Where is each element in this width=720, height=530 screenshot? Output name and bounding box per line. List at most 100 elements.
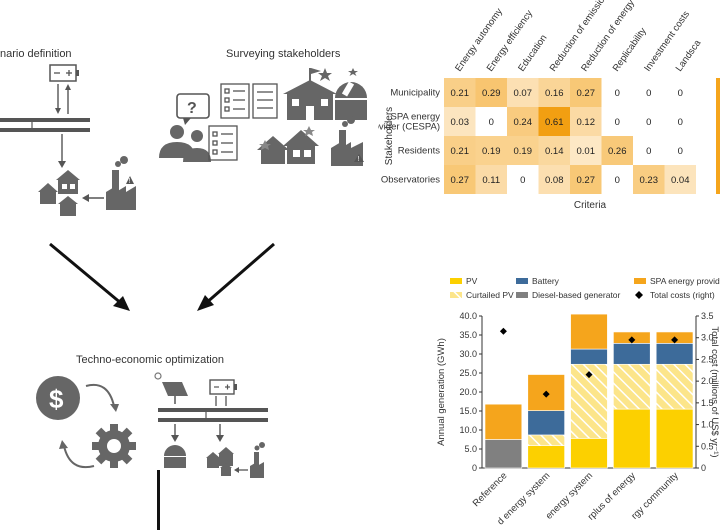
y2-tick-label: 0 [701,463,706,473]
arrow-down-right-icon [49,242,130,311]
heatmap-value: 0 [646,117,651,128]
heatmap-value: 0.08 [545,175,564,186]
heatmap-value: 0.27 [577,88,596,99]
heatmap-value: 0.19 [514,146,533,157]
heatmap-cell [507,136,539,165]
heatmap-cell [601,78,633,107]
heatmap-value: 0.19 [482,146,501,157]
heatmap-cell [444,136,476,165]
heatmap-cell [538,165,570,194]
solar-panel-icon [154,372,188,404]
heatmap-ylabel: Stakeholders [384,107,395,165]
legend-label: SPA energy provid [650,276,720,286]
heatmap-value: 0.03 [451,117,470,128]
heatmap-cell [507,107,539,136]
bar-segment [613,363,651,410]
heatmap-cell [664,165,696,194]
y-tick-label: 10.0 [459,425,477,435]
houses-icon [257,126,319,164]
y2-tick-label: 2.5 [701,354,714,364]
heatmap-value: 0.27 [451,175,470,186]
heatmap-value: 0.61 [545,117,564,128]
stakeholder-label: Residents [398,146,440,157]
heatmap-cell [570,107,602,136]
heatmap-cell [475,78,507,107]
y-tick-label: 0 [472,463,477,473]
y2-tick-label: 1.5 [701,398,714,408]
bar-segment [570,313,608,350]
colorbar-edge [716,78,720,194]
heatmap-value: 0.14 [545,146,564,157]
heatmap-value: 0.26 [608,146,627,157]
heatmap-cell [538,107,570,136]
stakeholder-label: Municipality [390,88,440,99]
heatmap-cell [633,107,665,136]
heatmap-cell [444,107,476,136]
y2-axis-label: Total cost (millions of US$ yr⁻¹) [709,326,720,457]
criteria-label: Landsca [674,37,704,73]
heatmap-value: 0 [678,117,683,128]
arrow-down-icon [157,470,160,530]
heatmap-cell [507,165,539,194]
heatmap-value: 0.27 [577,175,596,186]
question-bubble-icon: ? [176,93,210,125]
heatmap-cell [570,78,602,107]
bar-segment [613,408,651,469]
total-cost-marker [542,390,550,398]
y-tick-label: 35.0 [459,330,477,340]
heatmap-value: 0 [489,117,494,128]
heatmap-cell [601,165,633,194]
bar-segment [570,438,608,469]
heatmap-cell [664,136,696,165]
dollar-icon: $ [36,376,80,420]
total-cost-marker [628,336,636,344]
category-label: Reference [471,470,510,509]
battery-icon [209,379,237,395]
houses-icon [38,170,80,216]
y2-tick-label: 3.0 [701,333,714,343]
optimization-title: Techno-economic optimization [76,354,224,366]
y2-tick-label: 1.0 [701,420,714,430]
y2-tick-label: 0.5 [701,441,714,451]
stakeholder-label: Observatories [381,175,440,186]
houses-icon [206,447,234,476]
heatmap-cell [444,78,476,107]
total-cost-marker [671,336,679,344]
criteria-label: Education [516,33,549,74]
y-tick-label: 25.0 [459,368,477,378]
heatmap-value: 0.07 [514,88,533,99]
heatmap-value: 0.01 [577,146,596,157]
people-icon [159,125,211,162]
y-tick-label: 5.0 [464,444,477,454]
bar-segment [655,343,694,365]
y-axis-label: Annual generation (GWh) [436,338,447,446]
legend-swatch [450,292,462,298]
legend-swatch [634,278,646,284]
factory-icon: ! [331,116,364,166]
bar-segment [484,439,523,469]
heatmap-value: 0 [678,146,683,157]
heatmap-cell [475,107,507,136]
heatmap-value: 0.16 [545,88,564,99]
stakeholder-label: provider (CESPA) [378,122,440,133]
total-cost-marker [499,327,507,335]
checklist-icon [208,83,278,161]
legend-label: PV [466,276,478,286]
bar-segment [570,348,608,365]
legend-label: Diesel-based generator [532,290,621,300]
heatmap-cell [601,136,633,165]
legend-swatch [516,278,528,284]
bar-segment [527,410,565,436]
heatmap-xlabel: Criteria [574,200,607,211]
heatmap-cell [570,136,602,165]
heatmap-value: 0.21 [451,146,470,157]
total-cost-marker [585,371,593,379]
heatmap-cell [475,136,507,165]
surveying-diagram: ? [159,68,367,166]
legend-label: Total costs (right) [650,290,715,300]
y-tick-label: 20.0 [459,387,477,397]
observatory-icon [318,68,367,120]
y2-tick-label: 3.5 [701,311,714,321]
heatmap-value: 0 [646,146,651,157]
observatory-icon [164,445,186,468]
